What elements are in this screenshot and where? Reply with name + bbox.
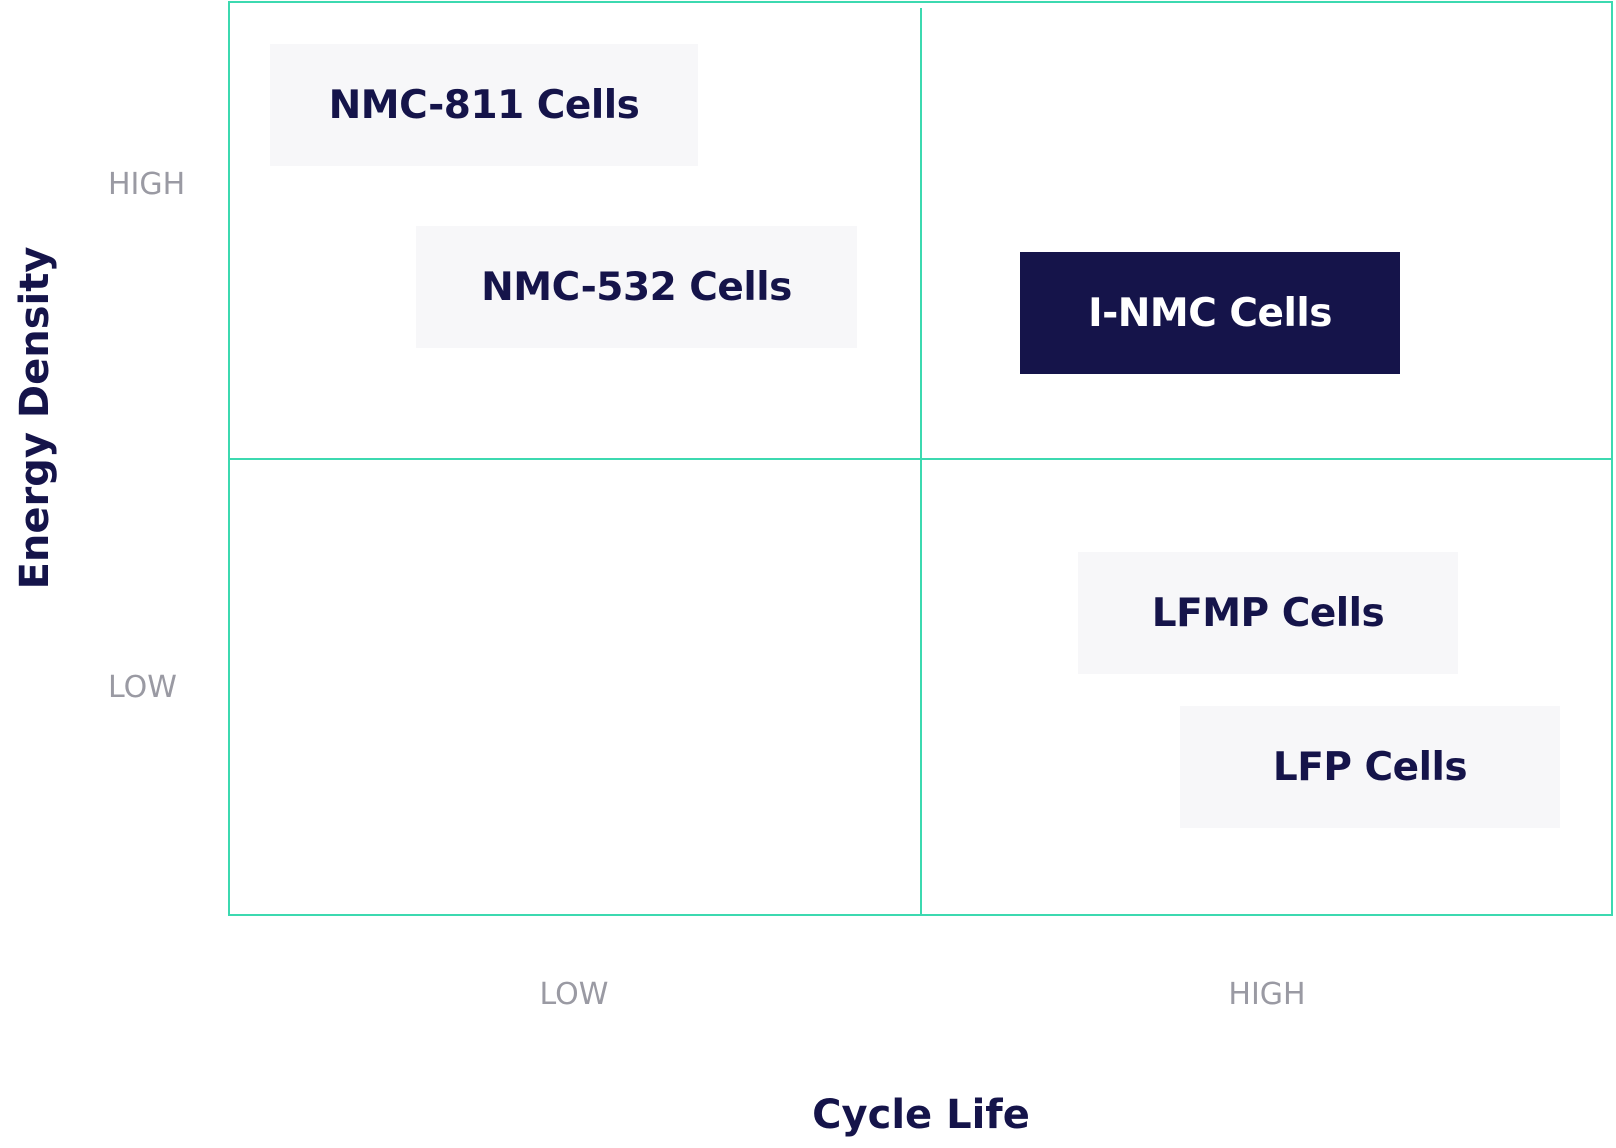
- y-axis-title: Energy Density: [12, 246, 58, 590]
- tech-box-nmc-532: NMC-532 Cells: [416, 226, 857, 348]
- x-tick-high: HIGH: [1228, 977, 1306, 1012]
- vertical-divider: [920, 8, 922, 916]
- x-tick-low: LOW: [539, 977, 609, 1012]
- tech-box-nmc-811: NMC-811 Cells: [270, 44, 698, 166]
- tech-box-i-nmc: I-NMC Cells: [1020, 252, 1400, 374]
- horizontal-divider: [228, 458, 1613, 460]
- y-tick-high: HIGH: [108, 167, 186, 202]
- y-tick-low: LOW: [108, 670, 177, 705]
- x-axis-title: Cycle Life: [812, 1092, 1030, 1138]
- tech-box-lfp: LFP Cells: [1180, 706, 1560, 828]
- tech-box-lfmp: LFMP Cells: [1078, 552, 1458, 674]
